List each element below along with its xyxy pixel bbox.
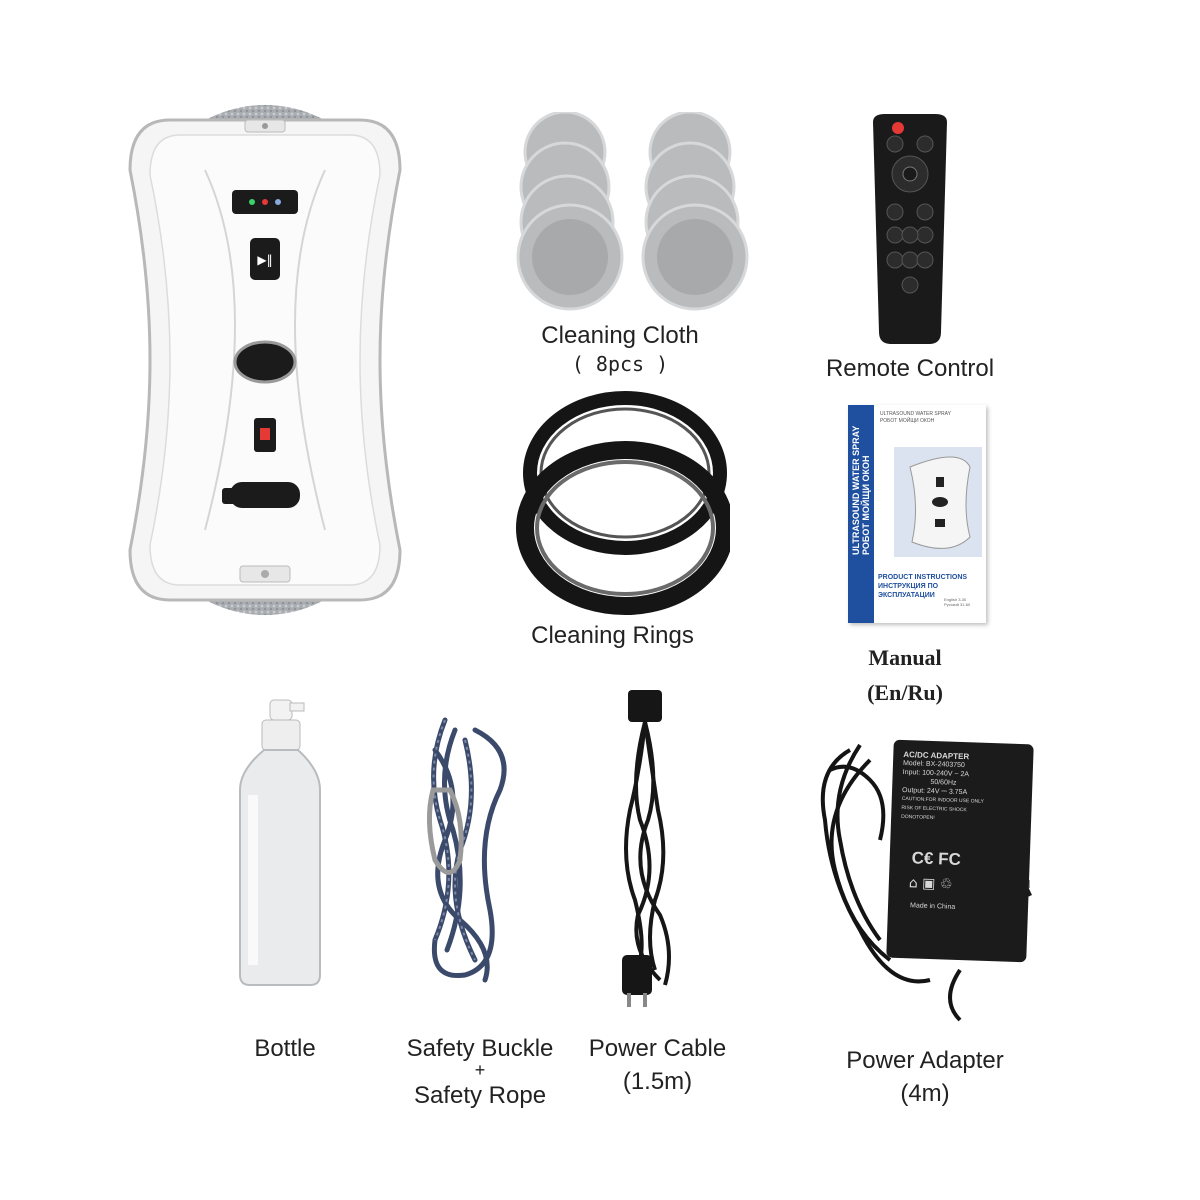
charging-port bbox=[230, 482, 300, 508]
safety-rope-and-buckle bbox=[426, 717, 507, 983]
cleaning-cloths bbox=[516, 112, 749, 311]
remote-power-button[interactable] bbox=[892, 122, 904, 134]
manual-robot-image bbox=[894, 447, 982, 557]
svg-text:▶‖: ▶‖ bbox=[257, 253, 272, 267]
bottle-label: Bottle bbox=[254, 1035, 316, 1062]
power-adapter-length: (4m) bbox=[900, 1080, 950, 1107]
power-cable-label: Power Cable bbox=[588, 1035, 727, 1062]
manual-booklet: ULTRASOUND WATER SPRAY РОБОТ МОЙЩИ ОКОН … bbox=[848, 405, 986, 623]
safety-plus: + bbox=[474, 1060, 486, 1080]
cleaning-cloth-qty: ( 8pcs ) bbox=[571, 352, 669, 376]
oval-sensor bbox=[233, 340, 297, 384]
manual-blue-spine bbox=[848, 405, 874, 623]
adapter-sticker: AC/DC ADAPTER Model: BX-2403750 Input: 1… bbox=[901, 749, 984, 822]
carabiner bbox=[426, 787, 464, 875]
power-adapter-label: Power Adapter bbox=[846, 1047, 1004, 1074]
cleaning-rings-label: Cleaning Rings bbox=[531, 622, 694, 649]
made-in-china: Made in China bbox=[909, 902, 956, 911]
manual-label: Manual bbox=[868, 645, 942, 670]
ce-fc-marks: C€ FC bbox=[911, 848, 962, 870]
manual-cover-title: ULTRASOUND WATER SPRAY РОБОТ МОЙЩИ ОКОН bbox=[851, 425, 871, 555]
manual-lang-label: (En/Ru) bbox=[867, 680, 943, 705]
manual-small-header: ULTRASOUND WATER SPRAY РОБОТ МОЙЩИ ОКОН bbox=[880, 411, 951, 424]
play-pause-button[interactable] bbox=[250, 238, 280, 280]
safety-buckle-label: Safety Buckle bbox=[406, 1035, 554, 1062]
cleaning-rings bbox=[516, 391, 730, 615]
power-adapter: AC/DC ADAPTER Model: BX-2403750 Input: 1… bbox=[886, 739, 1034, 963]
certification-icons: ⌂ ▣ ♲ bbox=[908, 875, 953, 893]
manual-languages: English 3-30 Русский 31-60 bbox=[944, 597, 971, 607]
cable-connector bbox=[628, 690, 662, 722]
safety-rope-label: Safety Rope bbox=[413, 1082, 547, 1109]
spray-bottle bbox=[239, 699, 321, 986]
remote-control bbox=[873, 114, 947, 344]
cleaning-cloth-label: Cleaning Cloth bbox=[541, 322, 699, 349]
window-cleaning-robot: ▶‖ bbox=[128, 105, 402, 615]
remote-control-label: Remote Control bbox=[825, 355, 995, 382]
power-cable-length: (1.5m) bbox=[622, 1068, 693, 1095]
power-cable bbox=[622, 690, 671, 1007]
manual-footer: PRODUCT INSTRUCTIONS ИНСТРУКЦИЯ ПО ЭКСПЛ… bbox=[878, 574, 968, 599]
cable-plug bbox=[622, 955, 652, 995]
